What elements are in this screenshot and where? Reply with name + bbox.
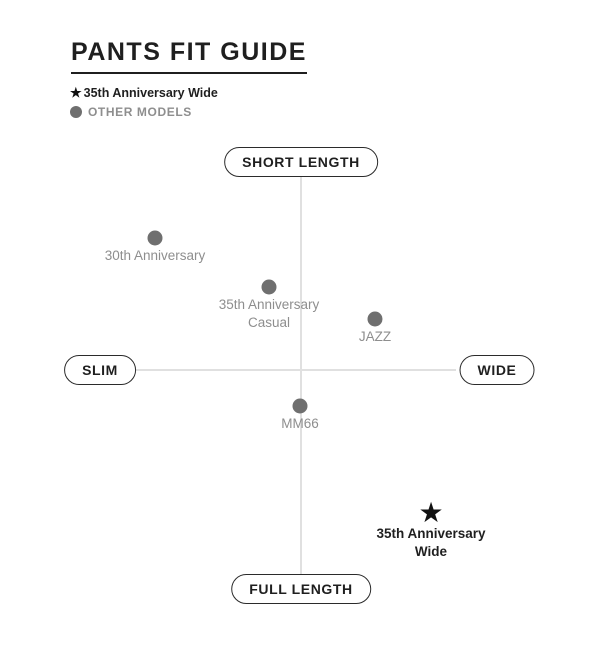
chart-point-label-jazz: JAZZ — [358, 329, 392, 344]
page-title: PANTS FIT GUIDE — [71, 38, 307, 74]
dot-icon — [147, 230, 163, 246]
chart-point-label-mm66: MM66 — [281, 416, 319, 431]
dot-icon — [292, 398, 308, 414]
legend-item-other-models: OTHER MODELS — [70, 103, 218, 120]
axis-pill-wide: WIDE — [459, 355, 535, 385]
legend-label: OTHER MODELS — [88, 104, 192, 119]
axis-pill-slim: SLIM — [64, 355, 136, 385]
dot-icon — [261, 279, 277, 295]
vertical-axis-line — [300, 176, 302, 576]
axis-pill-short-length: SHORT LENGTH — [224, 147, 378, 177]
legend-label: 35th Anniversary Wide — [83, 85, 218, 100]
dot-icon — [367, 311, 383, 327]
horizontal-axis-line — [136, 369, 456, 371]
axis-pill-full-length: FULL LENGTH — [231, 574, 371, 604]
legend: ★ 35th Anniversary Wide OTHER MODELS — [70, 84, 218, 120]
legend-item-star-model: ★ 35th Anniversary Wide — [70, 84, 218, 101]
dot-icon — [70, 105, 82, 118]
star-icon: ★ — [70, 84, 82, 100]
chart-point-label-30th-anniversary: 30th Anniversary — [104, 248, 206, 263]
star-icon: ★ — [418, 497, 444, 529]
